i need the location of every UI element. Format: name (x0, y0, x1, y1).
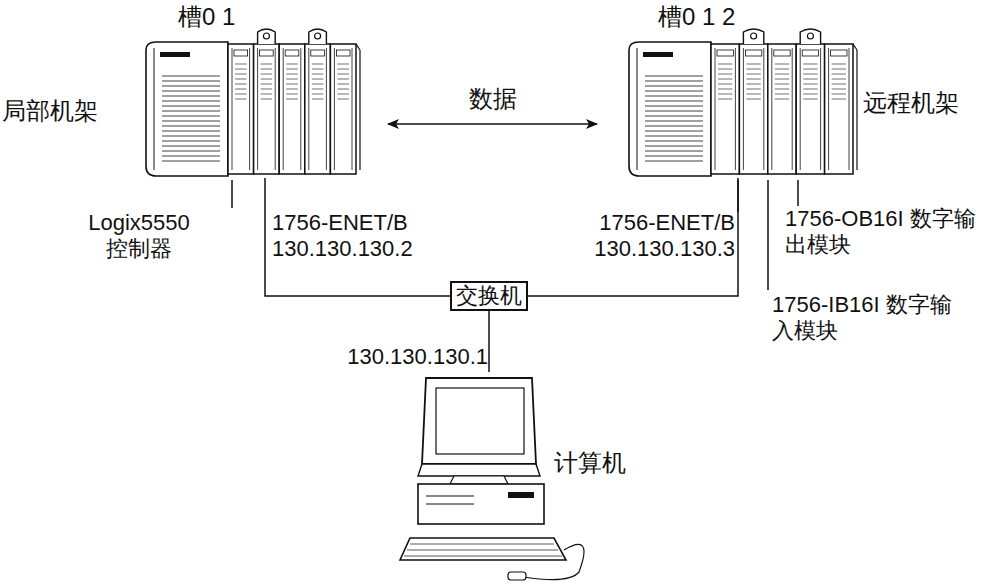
network-cable (488, 311, 490, 372)
data-arrow (388, 123, 597, 125)
rack-illustration (623, 28, 859, 178)
node-label: 局部机架 (2, 98, 98, 124)
edge-label: 数据 (469, 86, 517, 112)
module-label: 1756-ENET/B 130.130.130.3 (530, 210, 735, 262)
controller-label: Logix5550 控制器 (76, 210, 202, 262)
leader-line (231, 180, 233, 208)
local-rack: 局部机架 (140, 28, 362, 178)
rack-illustration (140, 28, 362, 178)
module-label: 1756-IB16I 数字输入模块 (772, 292, 972, 344)
network-cable (265, 178, 450, 296)
node-label: 计算机 (554, 450, 626, 476)
computer: 计算机 (404, 372, 604, 582)
module-label: 1756-OB16I 数字输出模块 (785, 206, 983, 258)
ethernet-switch: 交换机 (450, 281, 528, 311)
network-cable (528, 178, 738, 296)
leader-line (797, 180, 799, 206)
remote-rack: 远程机架 (623, 28, 859, 178)
computer-illustration (404, 372, 604, 582)
switch-label: 交换机 (456, 283, 522, 309)
module-label: 1756-ENET/B 130.130.130.2 (272, 210, 447, 262)
slot-numbers: 槽0 1 2 (658, 4, 798, 30)
leader-line (767, 180, 769, 290)
ip-address: 130.130.130.1 (312, 344, 488, 370)
node-label: 远程机架 (863, 90, 959, 116)
slot-numbers: 槽0 1 (178, 4, 298, 30)
